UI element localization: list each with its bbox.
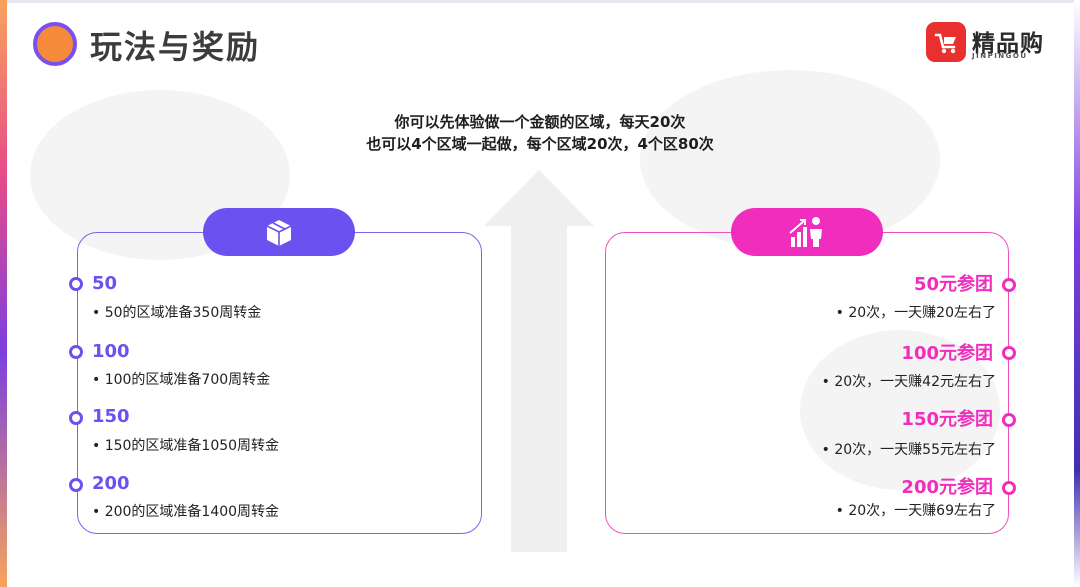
title-bullet-icon (33, 22, 77, 66)
right-item-node (1002, 481, 1016, 495)
right-item-node (1002, 278, 1016, 292)
left-panel-header-pill (203, 208, 355, 256)
right-item-bullet: • 20次，一天赚42元左右了 (821, 374, 996, 390)
right-item-heading: 150元参团 (901, 409, 993, 430)
right-item-node (1002, 346, 1016, 360)
left-decor-stripe (0, 0, 7, 587)
shopping-cart-icon (934, 33, 956, 54)
left-item-bullet: • 100的区域准备700周转金 (92, 372, 271, 388)
right-item-node (1002, 413, 1016, 427)
brand-logo-icon (926, 22, 966, 62)
left-item-bullet: • 150的区域准备1050周转金 (92, 438, 280, 454)
brand-subtitle: JINPINGOU (972, 52, 1028, 60)
left-item-bullet: • 200的区域准备1400周转金 (92, 504, 280, 520)
left-item-node (69, 345, 83, 359)
left-item-node (69, 411, 83, 425)
up-arrow-shaft (511, 224, 567, 552)
left-item-bullet: • 50的区域准备350周转金 (92, 305, 262, 321)
right-item-bullet: • 20次，一天赚20左右了 (835, 305, 996, 321)
intro-line-2: 也可以4个区域一起做，每个区域20次，4个区80次 (366, 135, 714, 153)
right-item-heading: 50元参团 (913, 274, 993, 295)
intro-line-1: 你可以先体验做一个金额的区域，每天20次 (394, 113, 686, 131)
page-title: 玩法与奖励 (90, 28, 261, 66)
growth-person-icon (789, 217, 822, 247)
right-item-bullet: • 20次，一天赚69左右了 (835, 503, 996, 519)
right-decor-stripe (1074, 0, 1080, 587)
top-border (0, 0, 1080, 3)
right-item-heading: 200元参团 (901, 477, 993, 498)
up-arrow-head (484, 170, 594, 226)
right-item-bullet: • 20次，一天赚55元左右了 (821, 442, 996, 458)
left-item-heading: 50 (92, 273, 118, 294)
left-item-heading: 200 (92, 473, 130, 494)
left-item-node (69, 277, 83, 291)
right-item-heading: 100元参团 (901, 343, 993, 364)
background-map-shape (800, 330, 1000, 490)
brand-name: 精品购 (972, 31, 1044, 57)
left-item-node (69, 478, 83, 492)
box-icon (266, 220, 292, 246)
left-item-heading: 150 (92, 406, 130, 427)
right-panel-header-pill (731, 208, 883, 256)
left-item-heading: 100 (92, 341, 130, 362)
